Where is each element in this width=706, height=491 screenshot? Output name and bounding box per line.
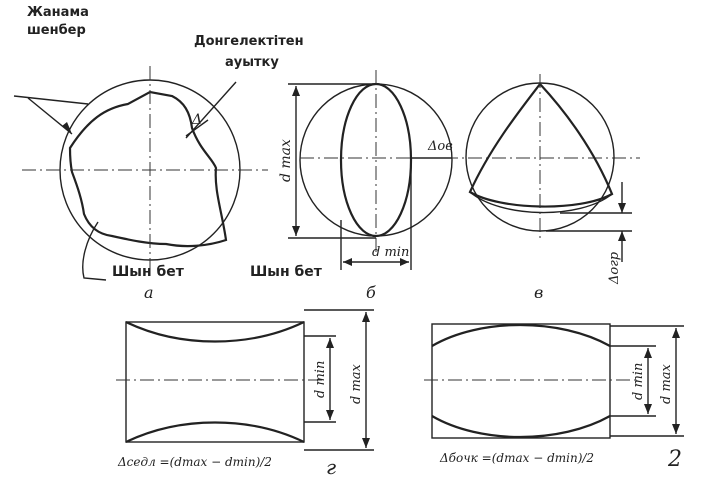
real-surface-label-b: Шын бет <box>250 264 323 280</box>
delta-label-a: Δ <box>191 112 202 128</box>
arrow-head <box>343 258 352 266</box>
panel-a: Δ <box>13 66 268 281</box>
arrow-head <box>644 404 652 414</box>
panel-letter-b: б <box>366 283 376 302</box>
roundness-deviation-label-1: Донгелектітен <box>194 34 304 49</box>
saddle-dmax-label: d max <box>349 363 364 404</box>
arrow-head <box>618 231 626 241</box>
arrow-head <box>672 328 680 338</box>
leader-roundness <box>185 81 237 139</box>
arrow-head <box>672 424 680 434</box>
saddle-top-curve <box>125 321 305 343</box>
delta-ov-label: Δов <box>427 139 453 154</box>
saddle-outline <box>125 321 305 443</box>
real-surface-profile-a <box>68 90 228 248</box>
barrel-formula: Δбочк =(dmax − dmin)/2 <box>439 451 594 465</box>
panel-letter-a: а <box>144 283 154 302</box>
delta-dim-line <box>185 119 209 137</box>
arrow-head <box>618 203 626 213</box>
panel-v: Δогр <box>465 74 632 285</box>
real-surface-label-a: Шын бет <box>112 264 185 280</box>
panel-letter-v: в <box>534 283 543 302</box>
delta-ogr-label: Δогр <box>607 251 622 285</box>
panel-barrel: d min d max <box>424 323 684 439</box>
arrow-head <box>292 86 300 96</box>
tangent-circle-label-1: Жанама <box>27 5 89 20</box>
leader-tangent-circle <box>13 95 89 105</box>
arrow-head <box>326 410 334 420</box>
arrow-head <box>326 338 334 348</box>
saddle-formula: Δседл =(dmax − dmin)/2 <box>117 455 272 469</box>
tangent-circle-label-2: шенбер <box>27 23 86 38</box>
dmax-label-b: d max <box>278 139 294 182</box>
arrow-head <box>62 122 72 134</box>
leader-real-surface-a <box>82 221 107 281</box>
arrow-head <box>644 348 652 358</box>
arrow-head <box>362 312 370 322</box>
arrow-head <box>362 438 370 448</box>
barrel-dmax-label: d max <box>659 363 674 404</box>
arrow-head <box>292 226 300 236</box>
barrel-top-curve <box>431 323 611 347</box>
arrow-head <box>400 258 409 266</box>
panel-b: d max d min Δов <box>278 70 640 270</box>
saddle-dmin-label: d min <box>313 361 328 398</box>
barrel-bottom-curve <box>431 415 611 439</box>
panel-letter-g1: г <box>326 455 336 479</box>
dmin-label-b: d min <box>372 245 409 260</box>
barrel-outline <box>431 323 611 439</box>
panel-letter-g2: 2 <box>667 447 682 472</box>
saddle-bottom-curve <box>125 421 305 443</box>
roundness-deviation-label-2: ауытку <box>225 55 279 70</box>
panel-saddle: d min d max <box>116 309 374 451</box>
barrel-dmin-label: d min <box>631 363 646 400</box>
